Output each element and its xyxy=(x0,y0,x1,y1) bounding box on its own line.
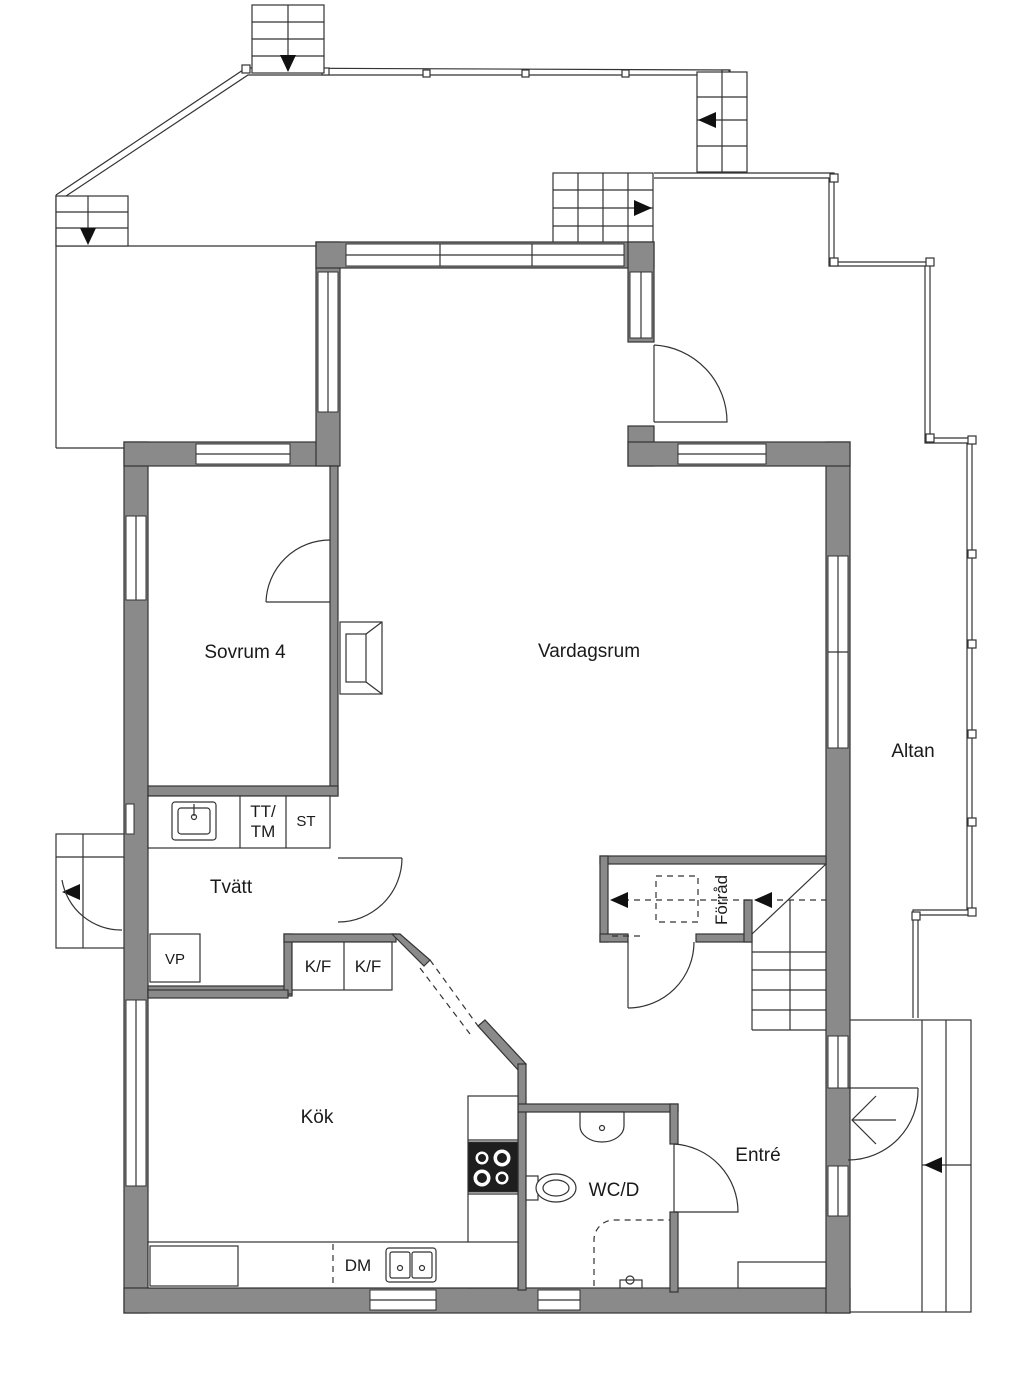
fixture-labels: TT/ TM ST VP K/F K/F DM xyxy=(165,802,381,1275)
stair-arrow-icon xyxy=(924,1157,942,1173)
toilet-icon xyxy=(525,1173,577,1203)
room-label-entre: Entré xyxy=(735,1145,780,1166)
steps-left xyxy=(55,195,129,247)
washbasin-icon xyxy=(579,1111,625,1143)
steps-right-upper xyxy=(696,71,748,173)
wc-fixtures xyxy=(525,1111,827,1289)
stove-icon xyxy=(467,1141,519,1193)
fixture-label-tm: TM xyxy=(251,822,276,841)
forrad-fixtures xyxy=(610,863,827,1031)
arrow-left-icon xyxy=(610,892,628,908)
steps-tvatt xyxy=(55,833,127,949)
doors xyxy=(61,344,919,1213)
stair-arrow-icon xyxy=(634,200,652,216)
floor-drain-icon xyxy=(619,1275,643,1289)
room-label-kok: Kök xyxy=(301,1107,334,1128)
windows xyxy=(125,243,849,1311)
steps-middle xyxy=(552,172,654,244)
room-label-sovrum4: Sovrum 4 xyxy=(204,642,286,663)
tvatt-fixtures xyxy=(147,795,331,983)
room-label-wcd: WC/D xyxy=(589,1180,640,1201)
room-label-altan: Altan xyxy=(891,741,934,762)
stair-arrow-icon xyxy=(80,228,96,245)
stair-arrow-icon xyxy=(280,55,296,72)
kitchen-fixtures xyxy=(147,941,519,1289)
fixture-label-kf2: K/F xyxy=(355,957,381,976)
steps-top xyxy=(251,4,325,74)
fixture-label-kf1: K/F xyxy=(305,957,331,976)
room-label-vardagsrum: Vardagsrum xyxy=(538,641,640,662)
fireplace xyxy=(339,621,383,695)
room-labels: Sovrum 4 Vardagsrum Altan Tvätt Förråd K… xyxy=(204,641,934,1201)
fixture-label-tt: TT/ xyxy=(250,802,276,821)
fixture-label-dm: DM xyxy=(345,1256,371,1275)
arrow-left-icon xyxy=(754,892,772,908)
entry-arrow-icon xyxy=(851,1095,896,1145)
room-label-forrad: Förråd xyxy=(712,875,731,925)
fixture-label-vp: VP xyxy=(165,951,185,968)
stair-arrow-icon xyxy=(62,884,80,900)
double-sink-icon xyxy=(385,1247,437,1283)
steps-entre xyxy=(848,1019,972,1313)
stair-arrow-icon xyxy=(698,112,716,128)
room-label-tvatt: Tvätt xyxy=(210,877,253,898)
fixture-label-st: ST xyxy=(296,813,315,830)
